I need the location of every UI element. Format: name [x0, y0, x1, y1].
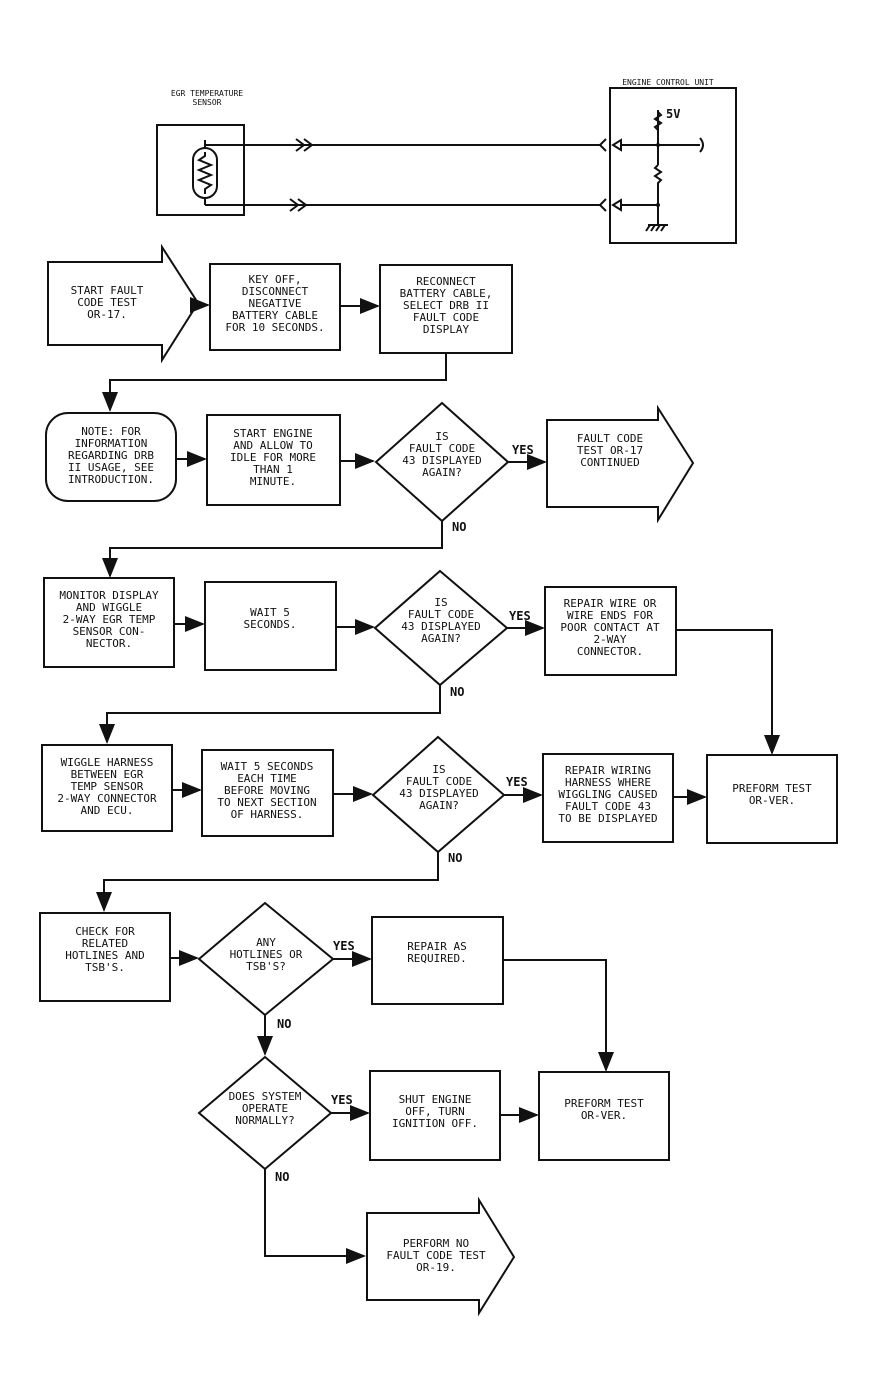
no-label-1: NO: [452, 520, 466, 534]
voltage-label: 5V: [666, 107, 680, 121]
wait-1-box: [204, 581, 337, 671]
connector-chevrons-icon: [289, 138, 607, 212]
wiggle-box: [41, 744, 173, 832]
continued-node: [546, 404, 695, 524]
thermistor-icon: [192, 140, 218, 205]
key-off-box: [209, 263, 341, 351]
perform-test-2-box: [538, 1071, 670, 1161]
signal-wire: [204, 140, 600, 146]
reconnect-box: [379, 264, 513, 354]
repair-harness-box: [542, 753, 674, 843]
yes-label-3: YES: [506, 775, 528, 789]
no-label-3: NO: [448, 851, 462, 865]
yes-label-1: YES: [512, 443, 534, 457]
no-fault-test-node: [366, 1196, 516, 1317]
ecu-circuit-icon: [611, 110, 704, 232]
no-label-5: NO: [275, 1170, 289, 1184]
no-label-4: NO: [277, 1017, 291, 1031]
yes-label-5: YES: [331, 1093, 353, 1107]
perform-test-1-box: [706, 754, 838, 844]
ecu-box: [609, 87, 737, 244]
note-box: [45, 412, 177, 502]
no-label-2: NO: [450, 685, 464, 699]
yes-label-4: YES: [333, 939, 355, 953]
monitor-box: [43, 577, 175, 668]
start-node: [47, 243, 200, 364]
yes-label-2: YES: [509, 609, 531, 623]
repair-wire-box: [544, 586, 677, 676]
ecu-label: ENGINE CONTROL UNIT: [622, 78, 714, 87]
shut-engine-box: [369, 1070, 501, 1161]
